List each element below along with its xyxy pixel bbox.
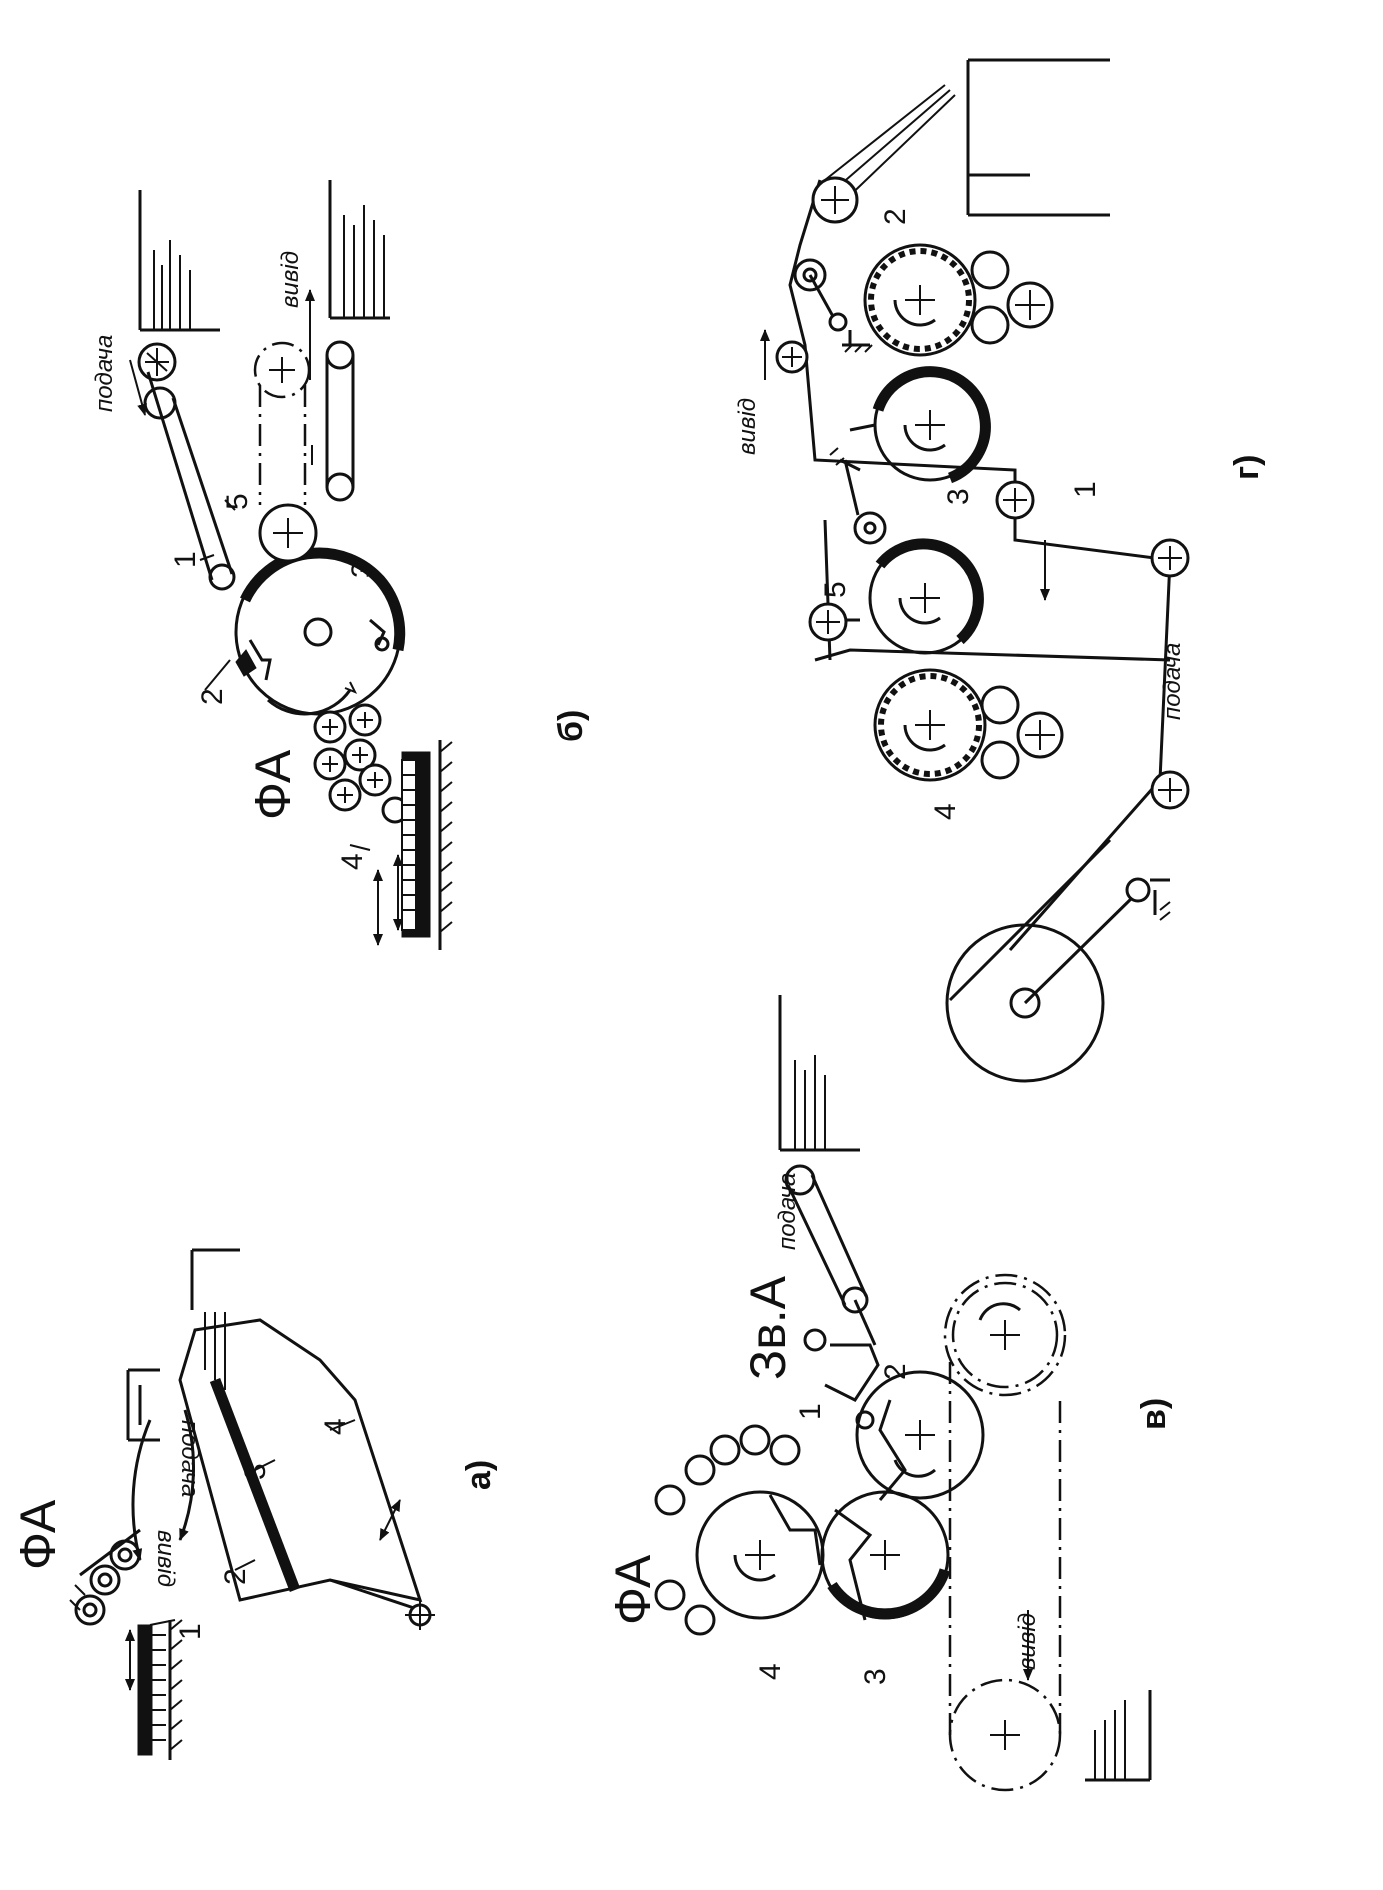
feed-stack-v <box>778 995 860 1152</box>
number-3-g: 3 <box>942 488 975 505</box>
panel-a: ФА вивід подача 1 2 3 4 а) <box>10 1248 498 1760</box>
platen-a <box>178 1318 435 1630</box>
output-label-b: вивід <box>277 251 304 308</box>
number-2-v: 2 <box>879 1363 912 1380</box>
feed-arrow-a <box>178 1409 195 1541</box>
form-bed-b <box>373 740 453 950</box>
web-path-g <box>788 179 1172 951</box>
blanket-cylinder-4-g <box>873 668 987 782</box>
number-2-g: 2 <box>879 208 912 225</box>
number-1-b: 1 <box>169 551 202 568</box>
number-4-g: 4 <box>929 803 962 820</box>
number-1-v: 1 <box>794 1403 827 1420</box>
impression-cylinder-3-v <box>820 1490 951 1621</box>
tension-arm-g <box>808 274 873 353</box>
number-3-b: 3 <box>346 561 379 578</box>
feed-label-a: подача <box>176 1420 203 1497</box>
number-3-a: 3 <box>239 1463 272 1480</box>
plate-cylinder-4-v <box>695 1490 825 1620</box>
ink-rollers-4-g <box>980 685 1064 780</box>
transfer-unit-v <box>803 1328 880 1430</box>
number-2-a: 2 <box>219 1568 252 1585</box>
impression-cylinder-3-g <box>829 366 991 545</box>
panel-g: вивід подача 1 2 3 4 5 г) <box>734 58 1266 1083</box>
form-bed-a <box>125 1619 183 1760</box>
machine2-label-v: Зв.А <box>740 1275 796 1380</box>
feed-label-b: подача <box>91 335 118 412</box>
sheet-stack-top <box>138 190 220 332</box>
feed-conveyor-v <box>784 1164 877 1346</box>
output-label-a: вивід <box>152 1530 179 1587</box>
output-conveyor-v <box>948 1360 1062 1792</box>
number-4-b: 4 <box>336 853 369 870</box>
number-5-b: 5 <box>221 493 254 510</box>
impression-cylinder-5-g <box>868 538 984 655</box>
output-arrow-a <box>131 1419 152 1561</box>
feed-arrow-b <box>129 359 147 416</box>
feed-conveyor-b <box>137 342 236 591</box>
number-4-a: 4 <box>319 1418 352 1435</box>
sheet-stack-right <box>328 180 390 320</box>
unwind-reel-g <box>945 838 1171 1083</box>
caption-v: в) <box>1135 1398 1173 1430</box>
number-1-g: 1 <box>1069 481 1102 498</box>
ink-rollers-2-g <box>970 250 1054 345</box>
panel-v: ФА Зв.А подача вивід 1 2 3 4 в) <box>605 995 1173 1792</box>
delivery-cylinder-v <box>943 1273 1067 1397</box>
feed-label-v: подача <box>774 1173 801 1250</box>
transfer-cylinder-2-v <box>855 1370 985 1501</box>
guide-rollers-g <box>775 176 1190 810</box>
ink-rollers-b <box>313 703 409 824</box>
number-2-b: 2 <box>196 688 229 705</box>
ink-rollers-a <box>69 1528 141 1626</box>
caption-b: б) <box>552 710 590 742</box>
machine-label-a: ФА <box>10 1499 66 1570</box>
panel-b: подача вивід ФА 1 2 3 4 5 б) <box>91 180 590 950</box>
output-label-v: вивід <box>1014 1613 1041 1670</box>
number-3-v: 3 <box>859 1668 892 1685</box>
machine-label-v: ФА <box>605 1554 661 1625</box>
output-frame-g <box>824 58 1110 217</box>
output-stack-v <box>1085 1690 1152 1782</box>
impression-cylinder-b <box>234 547 406 716</box>
transfer-roller-b <box>258 503 318 563</box>
number-4-v: 4 <box>754 1663 787 1680</box>
number-1-a: 1 <box>174 1623 207 1640</box>
blanket-cylinder-2-g <box>863 243 977 357</box>
caption-a: а) <box>460 1460 498 1490</box>
feed-label-g: подача <box>1159 643 1186 720</box>
ink-rollers-v <box>654 1424 801 1636</box>
output-conveyor-b <box>253 340 355 505</box>
output-label-g: вивід <box>734 398 761 455</box>
machine-label-b: ФА <box>245 749 301 820</box>
number-5-g: 5 <box>819 581 852 598</box>
caption-g: г) <box>1228 455 1266 480</box>
